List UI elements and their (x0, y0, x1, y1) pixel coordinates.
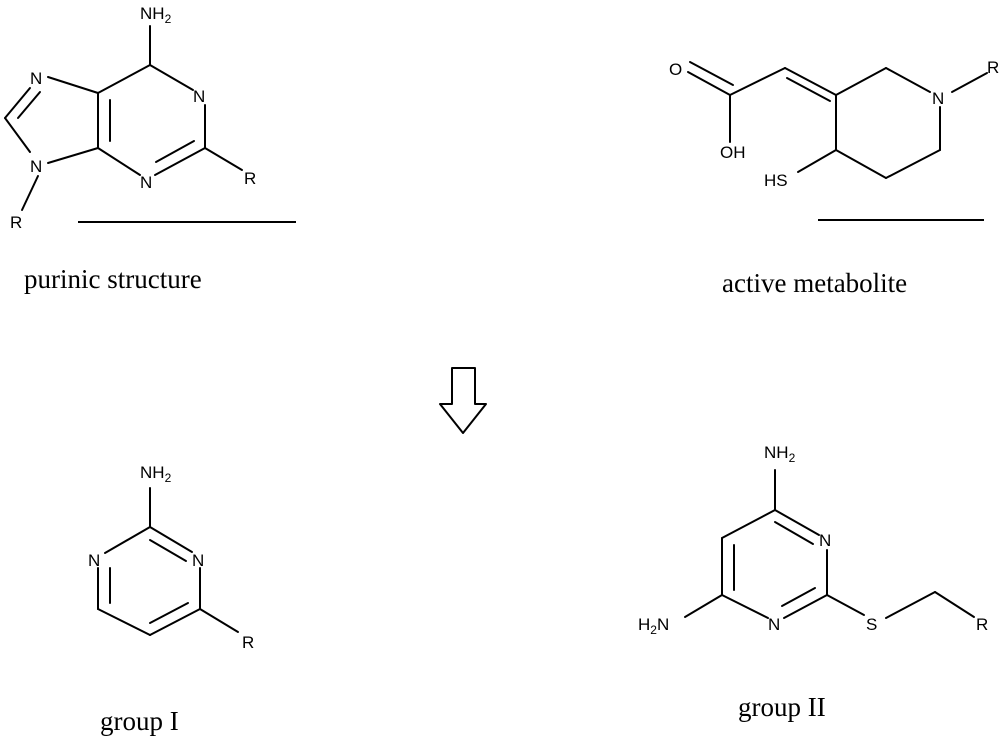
purine-n7-label: N (30, 69, 42, 88)
hollow-down-arrow-icon (439, 367, 487, 434)
group2-r-label: R (976, 615, 988, 634)
metabolite-structure: O OH N R HS active metabolite (669, 58, 999, 298)
purine-amino-label: NH2 (140, 4, 172, 26)
purine-n3-label: N (140, 173, 152, 192)
metabolite-oxo-label: O (669, 60, 682, 79)
metabolite-n-label: N (932, 89, 944, 108)
purine-bonds (4, 25, 243, 211)
group2-left-amino-label: H2N (638, 615, 669, 637)
group1-n3-label: N (192, 551, 204, 570)
group2-structure: NH2 N N H2N S R group II (638, 443, 988, 722)
metabolite-bonds (687, 61, 988, 179)
group1-amino-label: NH2 (140, 463, 172, 485)
metabolite-caption: active metabolite (722, 268, 907, 298)
group2-caption: group II (738, 692, 826, 722)
group1-caption: group I (100, 706, 179, 736)
group1-r-label: R (242, 633, 254, 652)
purine-structure: NH2 N N N N R R purinic structure (4, 4, 296, 294)
metabolite-r-label: R (987, 58, 999, 77)
purine-r9-label: R (10, 213, 22, 232)
purinic-caption: purinic structure (24, 264, 202, 294)
group2-top-amino-label: NH2 (764, 443, 796, 465)
purine-n1-label: N (193, 87, 205, 106)
metabolite-oh-label: OH (720, 143, 746, 162)
group2-n3-label: N (768, 615, 780, 634)
group1-bonds (97, 487, 239, 636)
group1-structure: NH2 N N R group I (88, 463, 254, 736)
metabolite-sh-label: HS (764, 171, 788, 190)
group2-n1-label: N (819, 531, 831, 550)
group2-s-label: S (866, 615, 877, 634)
purine-r2-label: R (244, 169, 256, 188)
purine-n9-label: N (30, 157, 42, 176)
group2-bonds (684, 469, 975, 619)
group1-n1-label: N (88, 551, 100, 570)
